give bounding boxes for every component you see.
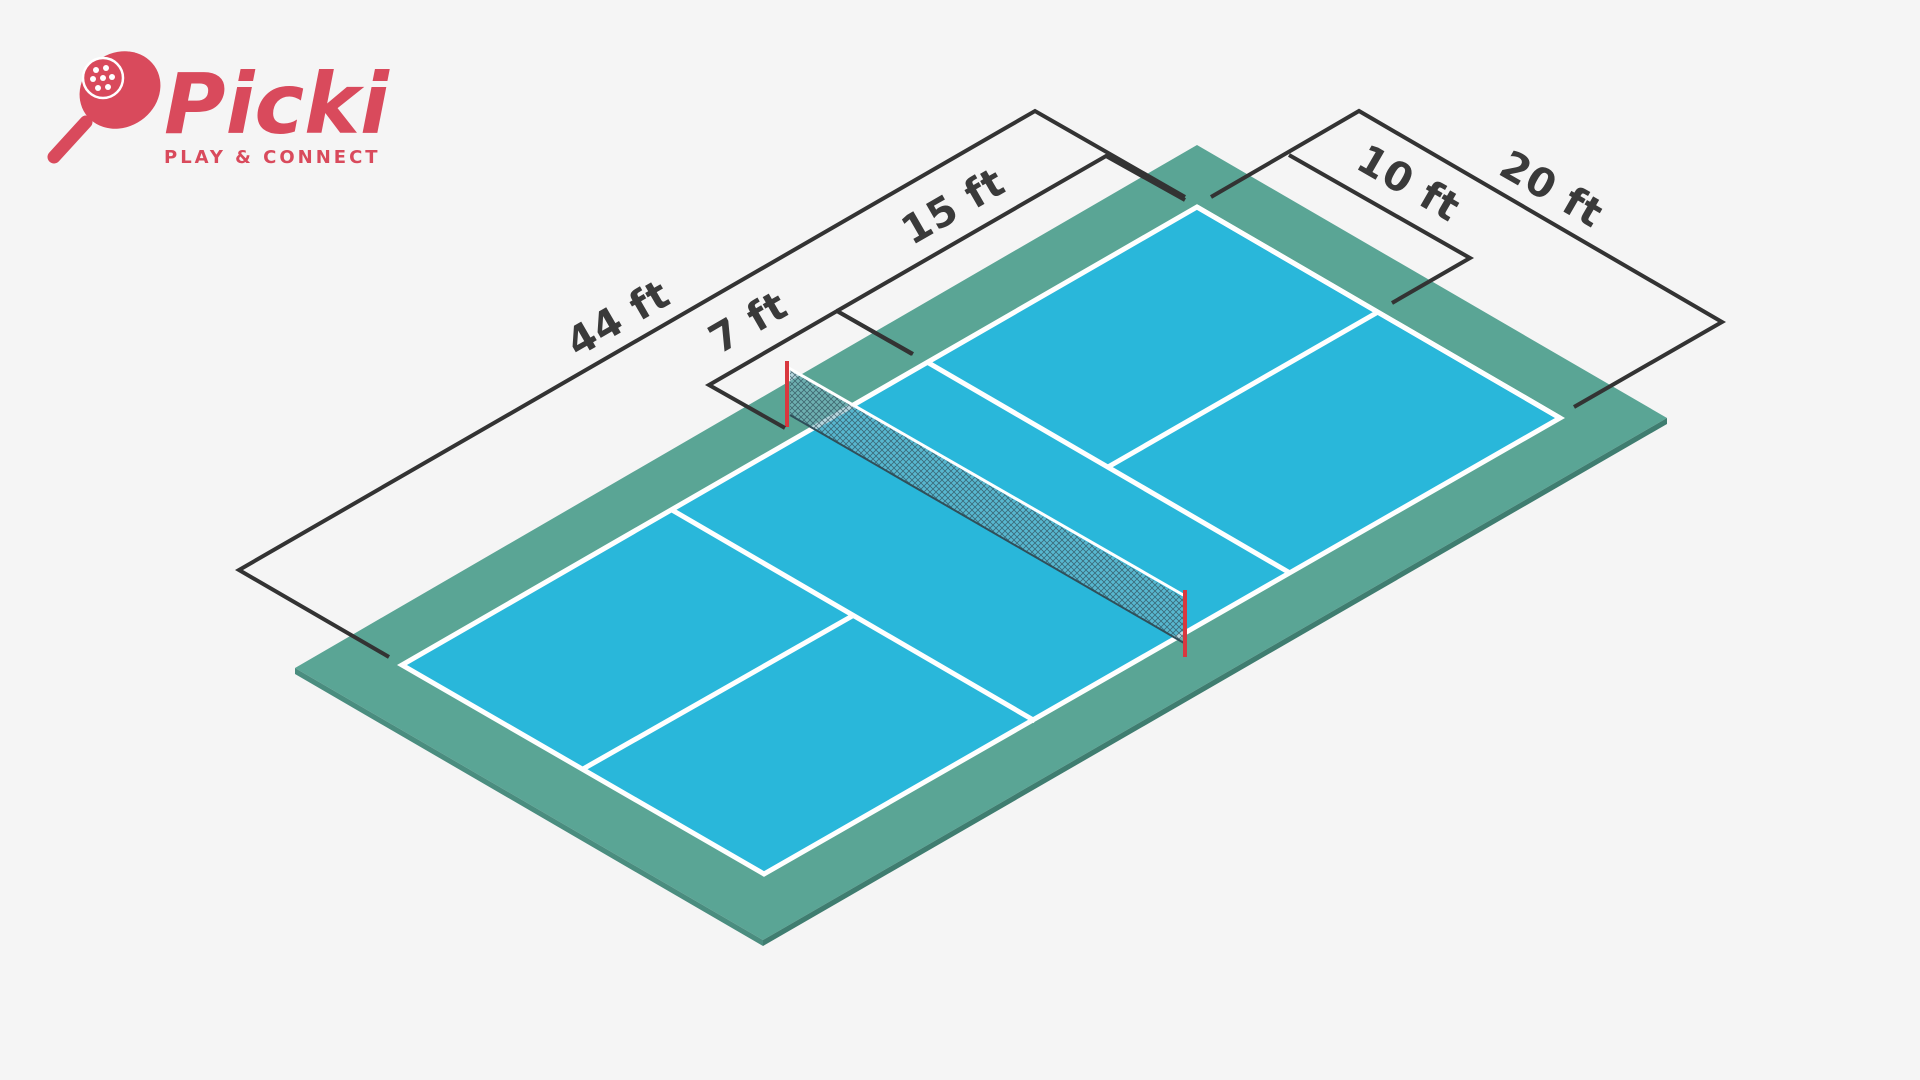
centerline-far — [1106, 309, 1380, 470]
logo-tagline: PLAY & CONNECT — [164, 147, 381, 168]
net-bottom-cord — [789, 414, 1185, 644]
logo-wordmark: Picki — [164, 55, 390, 153]
dimension-kitchen-service-tick — [836, 309, 913, 356]
court-lines — [396, 204, 1566, 877]
logo: Picki PLAY & CONNECT — [47, 51, 390, 168]
net-tape — [786, 365, 1186, 598]
dimension-label-service: 15 ft — [894, 159, 1013, 254]
pickleball-paddle-icon — [47, 51, 161, 164]
net-mesh-pattern — [790, 370, 1184, 643]
court-surround-edge — [763, 418, 1667, 946]
dimension-label-half-width: 10 ft — [1349, 136, 1468, 231]
dimension-lines — [235, 108, 1726, 659]
net — [785, 361, 1187, 657]
court-surround-edge — [295, 668, 763, 946]
dimension-width-line — [1209, 108, 1726, 409]
dimension-service-line — [836, 153, 1186, 313]
centerline-near — [581, 612, 856, 772]
dimension-half-width-line — [1288, 153, 1475, 305]
baseline-far — [1195, 204, 1562, 421]
dimension-length-line — [235, 108, 1186, 659]
